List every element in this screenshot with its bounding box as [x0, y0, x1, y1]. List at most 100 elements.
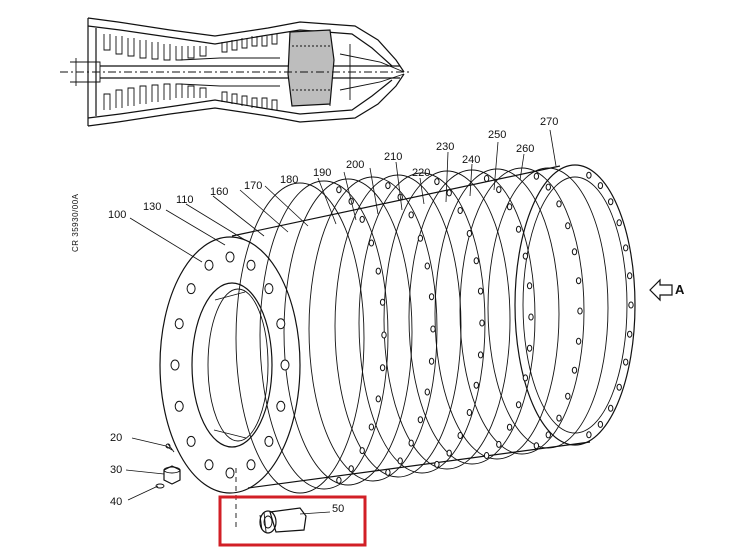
fitting-50	[218, 495, 367, 547]
bolt-hole	[186, 283, 196, 295]
ring-hole	[428, 293, 435, 301]
ring-hole	[457, 432, 463, 439]
ring-hole	[571, 248, 578, 256]
callout-230: 230	[436, 141, 454, 153]
ring-hole	[526, 344, 533, 352]
callout-190: 190	[313, 167, 331, 179]
ring-hole	[379, 298, 386, 306]
ring-hole	[496, 440, 502, 448]
ring-hole	[348, 465, 354, 473]
ring-hole	[556, 200, 562, 208]
bolt-hole	[280, 359, 290, 371]
ring-hole	[616, 219, 622, 227]
bolt-hole	[174, 318, 184, 330]
ring-hole	[627, 272, 633, 280]
bolt-hole	[264, 435, 274, 447]
engine-cross-section	[60, 17, 410, 127]
bolt-hole	[276, 318, 286, 330]
view-arrow-a: A	[649, 278, 685, 302]
ring-hole	[496, 186, 502, 194]
rings-stack	[159, 164, 636, 494]
callout-250: 250	[488, 129, 506, 141]
ring-hole	[608, 198, 614, 206]
ring-hole	[575, 337, 582, 345]
bolt-hole	[246, 459, 256, 471]
ring-hole	[434, 178, 440, 186]
bolt-hole	[225, 251, 235, 263]
callout-210: 210	[384, 151, 402, 163]
ring-hole	[473, 381, 479, 389]
callout-20: 20	[110, 432, 122, 444]
document-reference: CR 35930/00A	[71, 193, 80, 252]
ring-hole	[483, 175, 490, 182]
ring-hole	[623, 244, 629, 252]
highlight-box	[218, 495, 367, 547]
ring-hole	[336, 476, 342, 484]
leader-lines	[125, 129, 557, 515]
ring-hole	[375, 395, 381, 403]
small-parts	[155, 443, 237, 528]
bolt-hole	[174, 400, 184, 412]
ring-hole	[506, 423, 513, 431]
ring-hole	[385, 182, 391, 190]
ring-hole	[379, 364, 386, 372]
ring-hole	[565, 222, 571, 230]
ring-hole	[368, 423, 375, 431]
bolt-hole	[246, 259, 256, 271]
view-label: A	[675, 282, 685, 297]
ring-hole	[446, 189, 452, 197]
bolt-hole	[276, 400, 286, 412]
ring-hole	[428, 357, 435, 365]
ring-hole	[434, 460, 440, 468]
callout-270: 270	[540, 116, 558, 128]
ring-hole	[577, 307, 583, 315]
callout-40: 40	[110, 496, 122, 508]
callout-130: 130	[143, 201, 161, 213]
callout-100: 100	[108, 209, 126, 221]
ring-hole	[473, 257, 479, 265]
ring-hole	[565, 392, 571, 400]
ring-hole	[586, 171, 592, 179]
ring-hole	[430, 325, 436, 333]
callout-50: 50	[332, 503, 344, 515]
ring-hole	[627, 330, 633, 338]
bolt-hole	[225, 467, 235, 479]
ring-hole	[597, 420, 604, 428]
ring-hole	[408, 439, 414, 447]
bolt-hole	[186, 435, 196, 447]
ring-hole	[515, 225, 522, 233]
ring-hole	[597, 182, 604, 190]
ring-hole	[571, 366, 578, 374]
ring-hole	[375, 267, 381, 275]
ring-hole	[515, 401, 522, 409]
ring-hole	[623, 358, 629, 366]
ring-hole	[424, 262, 430, 270]
bolt-hole	[204, 259, 214, 271]
ring-hole	[575, 277, 582, 285]
ring-holes	[336, 171, 634, 484]
ring-hole	[424, 388, 430, 396]
ring-hole	[359, 447, 365, 455]
ring-hole	[385, 468, 391, 476]
ring-hole	[628, 301, 634, 309]
ring-hole	[477, 351, 484, 359]
ring-hole	[506, 203, 513, 211]
bolt-hole	[204, 459, 214, 471]
ring-hole	[336, 186, 342, 194]
ring-hole	[457, 207, 463, 214]
ring-hole	[528, 313, 534, 321]
callout-170: 170	[244, 180, 262, 192]
shaded-section	[287, 29, 335, 107]
ring-hole	[483, 452, 490, 459]
ring-hole	[408, 211, 414, 219]
bolt-hole	[170, 359, 180, 371]
ring-hole	[522, 374, 529, 382]
ring-hole	[608, 404, 614, 412]
ring-hole	[533, 172, 540, 180]
flange-bolt-holes	[170, 251, 290, 479]
callout-labels: 100 130 110 160 170 180 190 200 210 220 …	[108, 116, 558, 515]
ring-hole	[533, 442, 540, 450]
ring-hole	[522, 252, 529, 260]
callout-220: 220	[412, 167, 430, 179]
